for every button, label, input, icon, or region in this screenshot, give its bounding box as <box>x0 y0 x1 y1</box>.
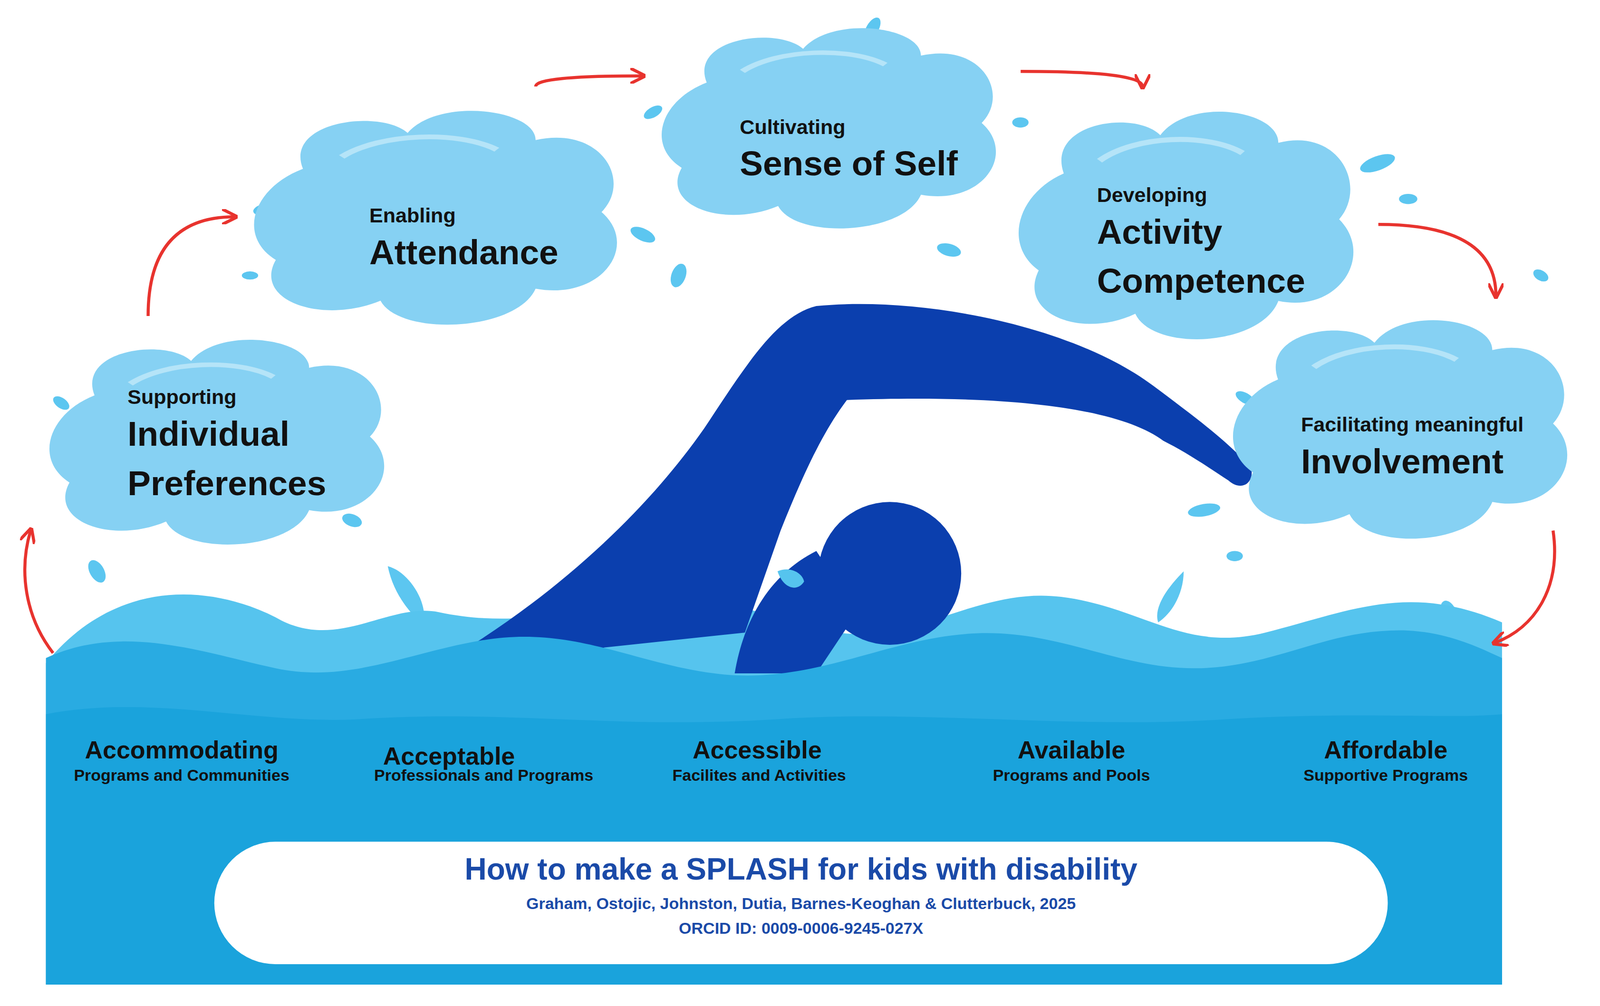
cloud-verb: Enabling <box>369 203 559 228</box>
factor-subtext: Programs and Pools <box>992 766 1151 785</box>
factor-heading: Accommodating <box>84 735 279 765</box>
cloud-text: SupportingIndividual Preferences <box>127 385 375 508</box>
factor-subtext: Professionals and Programs <box>374 766 594 785</box>
diagram-title: How to make a SPLASH for kids with disab… <box>464 851 1138 887</box>
cloud-verb: Facilitating meaningful <box>1301 413 1524 437</box>
cloud-bubble: DevelopingActivity Competence <box>1010 96 1368 353</box>
cycle-arrow <box>24 530 53 654</box>
cycle-arrow <box>535 76 643 87</box>
factor-subtext: Facilites and Activities <box>672 766 846 785</box>
cloud-text: DevelopingActivity Competence <box>1097 183 1345 306</box>
front-water-deep <box>46 707 1503 985</box>
cycle-arrow <box>1494 530 1555 643</box>
factor-heading: Acceptable <box>383 742 515 771</box>
cloud-heading: Activity Competence <box>1097 207 1345 306</box>
cloud-heading: Involvement <box>1301 436 1524 487</box>
cloud-bubble: SupportingIndividual Preferences <box>40 326 399 557</box>
factor-heading: Affordable <box>1323 735 1448 765</box>
swimmer-figure <box>438 304 1252 674</box>
cycle-arrow <box>1020 71 1143 87</box>
factor-subtext: Supportive Programs <box>1303 766 1468 785</box>
cloud-verb: Cultivating <box>739 115 958 139</box>
factor-heading: Available <box>1017 735 1126 765</box>
cloud-bubble: Facilitating meaningfulInvolvement <box>1224 306 1582 551</box>
cloud-verb: Developing <box>1097 183 1345 207</box>
cloud-text: CultivatingSense of Self <box>739 115 958 189</box>
cloud-verb: Supporting <box>127 385 375 409</box>
cloud-heading: Individual Preferences <box>127 409 375 508</box>
cloud-text: EnablingAttendance <box>369 203 559 277</box>
factor-subtext: Programs and Communities <box>73 766 290 785</box>
cycle-arrow <box>148 216 235 317</box>
cycle-arrow <box>1378 224 1496 296</box>
cloud-text: Facilitating meaningfulInvolvement <box>1301 413 1524 486</box>
factor-heading: Accessible <box>692 735 822 765</box>
cloud-heading: Sense of Self <box>739 138 958 189</box>
cloud-bubble: CultivatingSense of Self <box>653 15 1011 240</box>
goggle <box>777 569 805 588</box>
credit-line: Graham, Ostojic, Johnston, Dutia, Barnes… <box>526 894 1076 914</box>
front-water <box>46 630 1503 985</box>
title-pill <box>214 841 1388 965</box>
cloud-heading: Attendance <box>369 227 559 278</box>
cloud-bubble: EnablingAttendance <box>244 96 633 337</box>
credit-line: ORCID ID: 0009-0006-9245-027X <box>678 919 924 938</box>
